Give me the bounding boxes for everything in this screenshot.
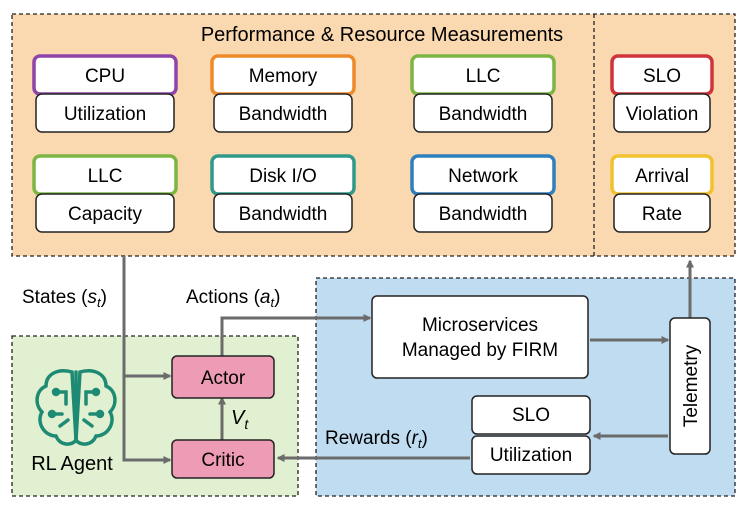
- metric-card-4: LLC Capacity: [32, 154, 178, 233]
- actor-label: Actor: [201, 368, 246, 389]
- slo-card-1-top-label: SLO: [643, 66, 681, 87]
- slo-card-1-bottom-box: [613, 93, 711, 133]
- metric-card-5: Disk I/O Bandwidth: [210, 154, 356, 233]
- metric-card-3-bottom-label: Bandwidth: [439, 104, 528, 125]
- agent-label: RL Agent: [31, 453, 113, 475]
- metric-card-2-bottom-box: [213, 93, 353, 133]
- reward-utilization-label: Utilization: [490, 445, 572, 466]
- microservices-line2: Managed by FIRM: [402, 340, 558, 361]
- states-label: States (st): [22, 287, 107, 310]
- metric-card-5-bottom-label: Bandwidth: [239, 204, 328, 225]
- metric-card-1-bottom-box: [35, 93, 175, 133]
- slo-card-1-bottom-label: Violation: [626, 104, 699, 125]
- metrics-layer: CPUUtilizationMemoryBandwidthLLCBandwidt…: [32, 54, 714, 233]
- brain-icon: [35, 369, 117, 446]
- metric-card-5-bottom-box: [213, 193, 353, 233]
- metric-card-2-bottom-label: Bandwidth: [239, 104, 328, 125]
- critic-box: [171, 439, 275, 479]
- slo-card-2-top-label: Arrival: [635, 166, 689, 187]
- metric-card-4-bottom-box: [35, 193, 175, 233]
- actor-box: [171, 355, 275, 399]
- metric-card-3-bottom-box: [413, 93, 553, 133]
- reward-utilization-box: [471, 435, 591, 475]
- actions-label: Actions (at): [186, 287, 280, 310]
- metric-card-6-bottom-box: [413, 193, 553, 233]
- metric-card-6-top-label: Network: [448, 166, 518, 187]
- microservices-line1: Microservices: [422, 315, 538, 336]
- metric-card-2-top-label: Memory: [249, 66, 318, 87]
- states-to-critic-arrow: [122, 376, 172, 464]
- metric-card-1: CPU Utilization: [32, 54, 178, 133]
- telemetry-box: [669, 317, 711, 455]
- critic-label: Critic: [201, 450, 244, 471]
- telemetry-label: Telemetry: [681, 344, 702, 427]
- metric-card-1-bottom-label: Utilization: [64, 104, 146, 125]
- reward-slo-label: SLO: [512, 405, 550, 426]
- slo-card-2-bottom-box: [613, 193, 711, 233]
- metric-card-5-top-label: Disk I/O: [249, 166, 317, 187]
- slo-card-1: SLO Violation: [610, 54, 714, 133]
- metric-card-4-top-label: LLC: [88, 166, 123, 187]
- metric-card-3-top-label: LLC: [466, 66, 501, 87]
- value-label: Vt: [231, 407, 249, 432]
- metric-card-3: LLC Bandwidth: [410, 54, 556, 133]
- microservices-box: [371, 295, 589, 379]
- metric-card-6-bottom-label: Bandwidth: [439, 204, 528, 225]
- measurements-title: Performance & Resource Measurements: [201, 24, 563, 46]
- rewards-label: Rewards (rt): [325, 428, 428, 451]
- actions-arrow: [220, 314, 372, 356]
- reward-slo-box: [471, 395, 591, 435]
- metric-card-4-bottom-label: Capacity: [68, 204, 142, 225]
- slo-card-2-bottom-label: Rate: [642, 204, 682, 225]
- metric-card-1-top-label: CPU: [85, 66, 125, 87]
